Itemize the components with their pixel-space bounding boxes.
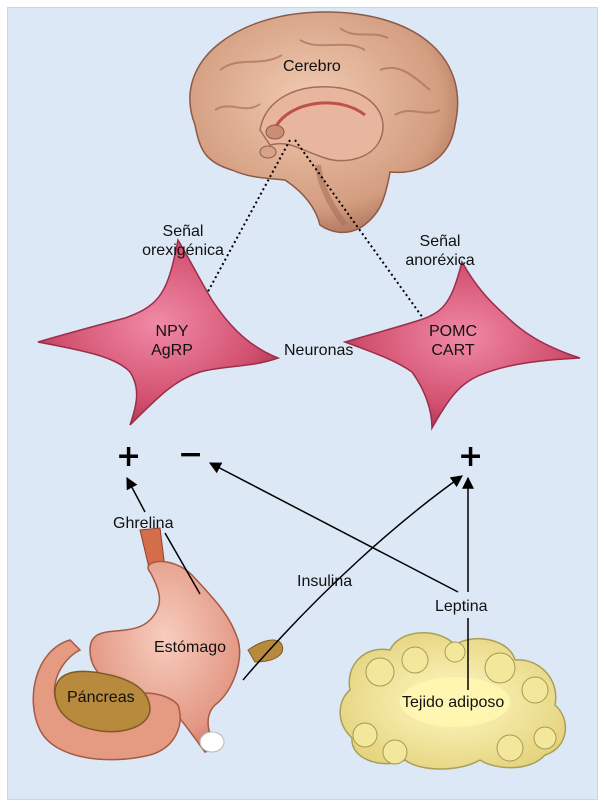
orexigenic-label-line2: orexigénica bbox=[140, 241, 226, 260]
anorexic-label-line2: anoréxica bbox=[400, 251, 480, 270]
neuron-left-label: NPY AgRP bbox=[135, 322, 209, 360]
left-plus-sign: + bbox=[116, 442, 141, 472]
adipose-label: Tejido adiposo bbox=[402, 693, 504, 712]
minus-sign: − bbox=[178, 440, 203, 470]
insulin-label: Insulina bbox=[297, 572, 352, 591]
anorexic-label-line1: Señal bbox=[400, 232, 480, 251]
ghrelin-label: Ghrelina bbox=[113, 514, 173, 533]
pomc-label: POMC bbox=[412, 322, 494, 341]
neurons-label: Neuronas bbox=[284, 341, 353, 360]
right-plus-sign: + bbox=[458, 442, 483, 472]
anorexic-label: Señal anoréxica bbox=[400, 232, 480, 270]
npy-label: NPY bbox=[135, 322, 209, 341]
leptin-label: Leptina bbox=[435, 597, 488, 616]
orexigenic-label-line1: Señal bbox=[140, 222, 226, 241]
cart-label: CART bbox=[412, 341, 494, 360]
brain-label: Cerebro bbox=[283, 57, 341, 76]
agrp-label: AgRP bbox=[135, 341, 209, 360]
pancreas-label: Páncreas bbox=[67, 688, 135, 707]
ghrelin-arrow bbox=[127, 478, 145, 512]
neuron-right-label: POMC CART bbox=[412, 322, 494, 360]
orexigenic-label: Señal orexigénica bbox=[140, 222, 226, 260]
stomach-label: Estómago bbox=[154, 638, 226, 657]
brain-illustration bbox=[190, 12, 458, 232]
